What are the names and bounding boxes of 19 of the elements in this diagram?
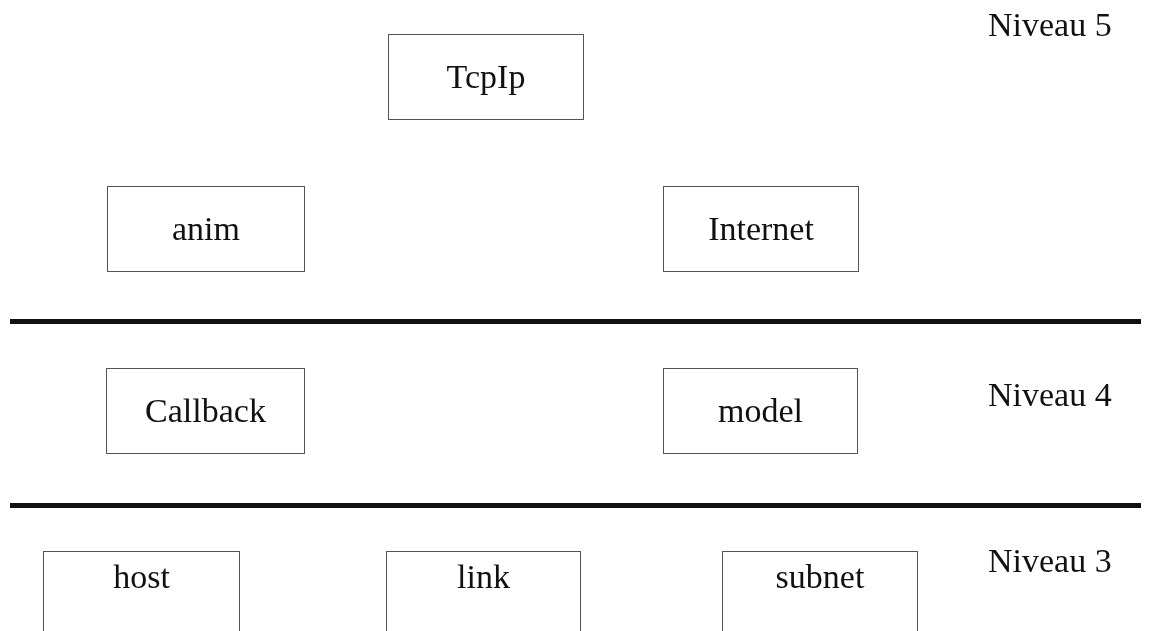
module-name: anim [172,210,240,248]
module-name: subnet [775,558,865,596]
level-label: Niveau 5 [988,6,1112,44]
module-box [43,551,240,631]
level-label: Niveau 4 [988,376,1112,414]
module-box [663,186,859,272]
module-name: Internet [708,210,814,248]
module-box [722,551,918,631]
module-box [663,368,858,454]
module-name: host [113,558,170,596]
level-label: Niveau 3 [988,542,1112,580]
module-box [106,368,305,454]
module-name: link [457,558,510,596]
module-box [388,34,584,120]
module-name: Callback [145,392,266,430]
module-box [107,186,305,272]
module-name: TcpIp [446,58,526,96]
module-box [386,551,581,631]
module-name: model [718,392,803,430]
